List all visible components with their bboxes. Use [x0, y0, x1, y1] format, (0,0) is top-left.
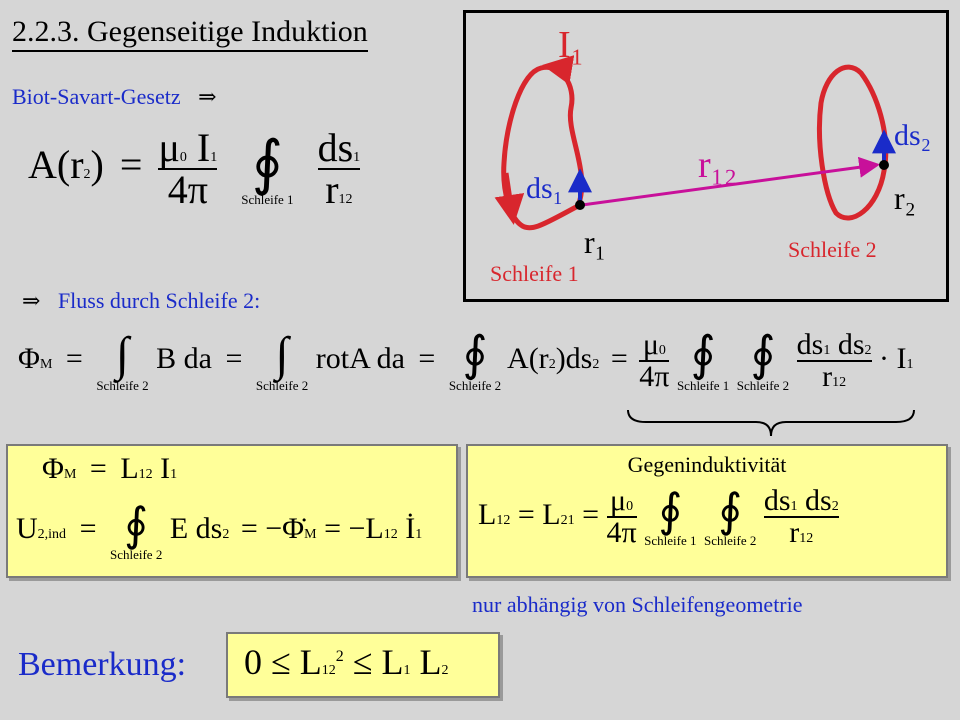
- integral-subscript: Schleife 2: [255, 377, 309, 393]
- implies-symbol: ⇒: [22, 288, 41, 313]
- integral-subscript: Schleife 2: [96, 377, 149, 393]
- integral-subscript: Schleife 2: [704, 532, 757, 548]
- label-r12: r₁₂: [698, 144, 737, 186]
- induced-voltage-equation: U2,ind = ∮Schleife 2 E ds2 = −Φ̇M = −L12…: [16, 499, 423, 562]
- integral-subscript: Schleife 1: [676, 377, 730, 393]
- mutual-inductance-label: Gegeninduktivität: [627, 452, 787, 477]
- integral-subscript: Schleife 1: [644, 532, 697, 548]
- fluss-text: Fluss durch Schleife 2:: [57, 288, 261, 313]
- loop-2: [817, 64, 889, 221]
- biot-savart-label: Biot-Savart-Gesetz ⇒: [12, 84, 217, 110]
- point-1: [575, 200, 585, 210]
- label-loop2: Schleife 2: [788, 237, 877, 262]
- vector-r12: [581, 156, 881, 207]
- induced-voltage-box: ΦM = L12 I1 U2,ind = ∮Schleife 2 E ds2 =…: [6, 444, 458, 578]
- label-r2: r₂: [894, 180, 916, 216]
- integral-subscript: Schleife 2: [448, 377, 502, 393]
- inductance-inequality: 0 ≤ L122 ≤ L1 L2: [244, 642, 449, 682]
- loop-1-arrow: [494, 172, 525, 225]
- label-r1: r₁: [584, 224, 606, 260]
- loop-1: [501, 64, 585, 231]
- implies-symbol: ⇒: [198, 84, 217, 109]
- underbrace: [627, 409, 915, 437]
- point-2: [879, 160, 889, 170]
- label-loop1: Schleife 1: [490, 261, 579, 286]
- integral-subscript: Schleife 1: [241, 191, 294, 207]
- label-ds1: ds₁: [526, 172, 563, 205]
- flux-formula: ΦM = ∫Schleife 2 B da = ∫Schleife 2 rotA…: [18, 327, 914, 393]
- bemerkung-label: Bemerkung:: [18, 646, 187, 683]
- label-ds2: ds₂: [894, 119, 931, 152]
- geometry-note: nur abhängig von Schleifengeometrie: [472, 592, 803, 617]
- flux-equation: ΦM = L12 I1: [42, 452, 178, 485]
- biot-savart-text: Biot-Savart-Gesetz: [12, 84, 181, 109]
- inequality-box: 0 ≤ L122 ≤ L1 L2: [226, 632, 500, 698]
- loops-diagram: I₁ r₁₂ ds₁ ds₂ r₁ r₂ Schleife 1 Schleife…: [490, 24, 931, 286]
- loop-1-arrow-top: [542, 55, 575, 85]
- label-I1: I₁: [558, 24, 584, 66]
- fluss-label: ⇒ Fluss durch Schleife 2:: [22, 288, 260, 314]
- integral-subscript: Schleife 2: [109, 547, 163, 562]
- page-title: 2.2.3. Gegenseitige Induktion: [12, 14, 368, 52]
- diagram-box: I₁ r₁₂ ds₁ ds₂ r₁ r₂ Schleife 1 Schleife…: [463, 10, 949, 302]
- integral-subscript: Schleife 2: [736, 377, 790, 393]
